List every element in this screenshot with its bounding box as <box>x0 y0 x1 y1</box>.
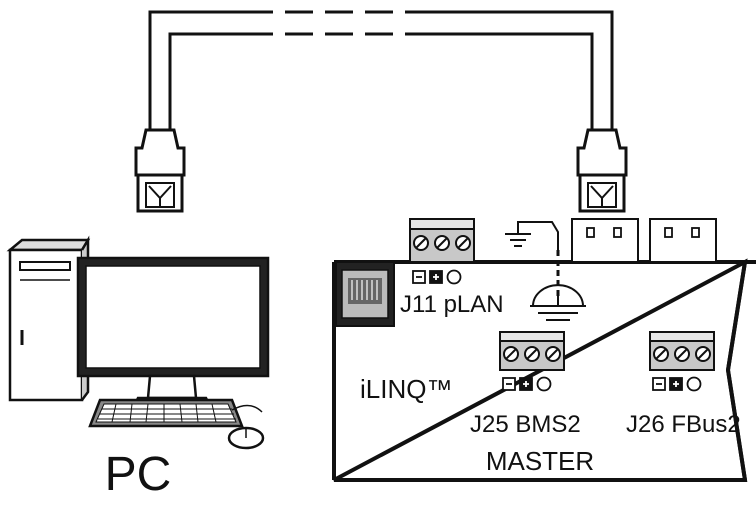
polarity-symbols-icon <box>652 376 702 392</box>
master-label: MASTER <box>486 446 594 476</box>
top-connector-left <box>571 218 639 263</box>
pc-label: PC <box>105 448 172 501</box>
j25-label: J25 BMS2 <box>470 411 581 438</box>
polarity-symbols-icon <box>412 269 462 285</box>
j11-label: J11 pLAN <box>400 291 504 318</box>
ethernet-cable-icon <box>148 10 614 130</box>
shield-ground-icon <box>530 284 586 321</box>
rj45-socket-icon <box>335 261 395 327</box>
top-connector-right <box>649 218 717 263</box>
screw-terminal-icon <box>499 331 565 371</box>
rj45-plug-icon <box>576 128 628 213</box>
j26-label: J26 FBus2 <box>626 411 741 438</box>
desktop-pc-icon <box>6 235 270 450</box>
screw-terminal-icon <box>649 331 715 371</box>
brand-label: iLINQ™ <box>360 374 452 404</box>
polarity-symbols-icon <box>502 376 552 392</box>
screw-terminal-icon <box>409 218 475 263</box>
rj45-plug-icon <box>134 128 186 213</box>
